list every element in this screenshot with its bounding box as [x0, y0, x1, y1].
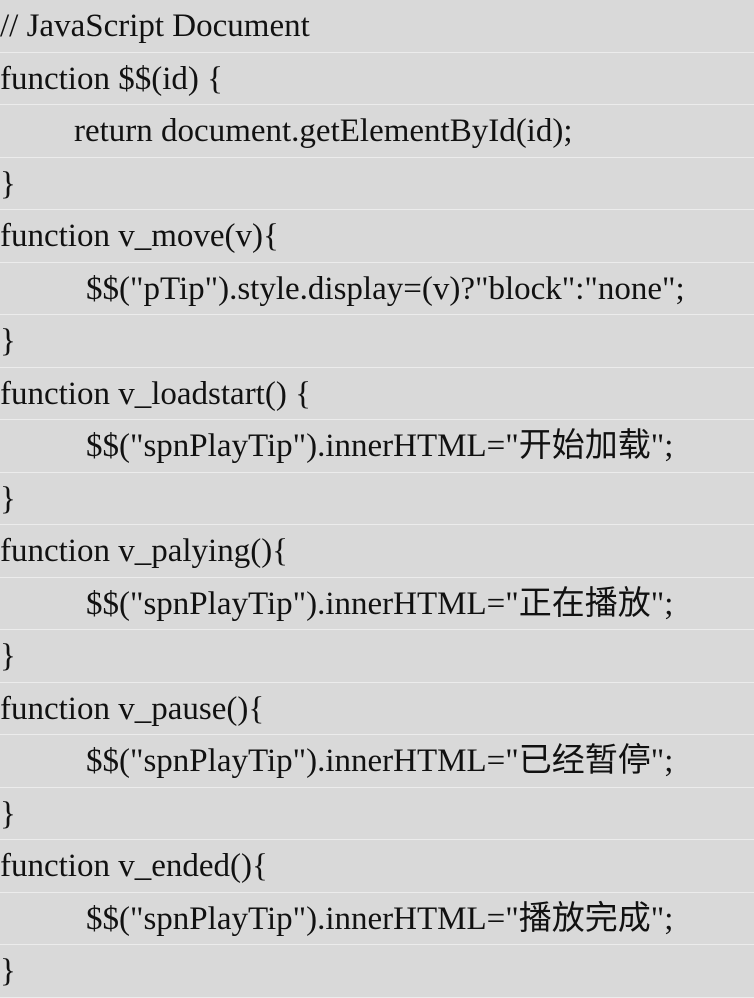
code-line-close-brace: }	[0, 945, 754, 998]
code-line-function-v-ended: function v_ended(){	[0, 840, 754, 893]
code-line-close-brace: }	[0, 788, 754, 840]
code-line-close-brace: }	[0, 315, 754, 368]
code-line-function-dollar: function $$(id) {	[0, 53, 754, 105]
code-line-return: return document.getElementById(id);	[0, 105, 754, 158]
code-line-close-brace: }	[0, 630, 754, 683]
code-line-function-v-loadstart: function v_loadstart() {	[0, 368, 754, 420]
code-line-close-brace: }	[0, 158, 754, 210]
code-line-ptip-display: $$("pTip").style.display=(v)?"block":"no…	[0, 263, 754, 315]
code-line-palying-innerhtml: $$("spnPlayTip").innerHTML="正在播放";	[0, 578, 754, 630]
code-line-ended-innerhtml: $$("spnPlayTip").innerHTML="播放完成";	[0, 893, 754, 945]
code-line-loadstart-innerhtml: $$("spnPlayTip").innerHTML="开始加载";	[0, 420, 754, 473]
code-line-function-v-move: function v_move(v){	[0, 210, 754, 263]
code-line-function-v-palying: function v_palying(){	[0, 525, 754, 578]
code-line-function-v-pause: function v_pause(){	[0, 683, 754, 735]
code-line-comment: // JavaScript Document	[0, 0, 754, 53]
code-line-close-brace: }	[0, 473, 754, 525]
code-line-pause-innerhtml: $$("spnPlayTip").innerHTML="已经暂停";	[0, 735, 754, 788]
